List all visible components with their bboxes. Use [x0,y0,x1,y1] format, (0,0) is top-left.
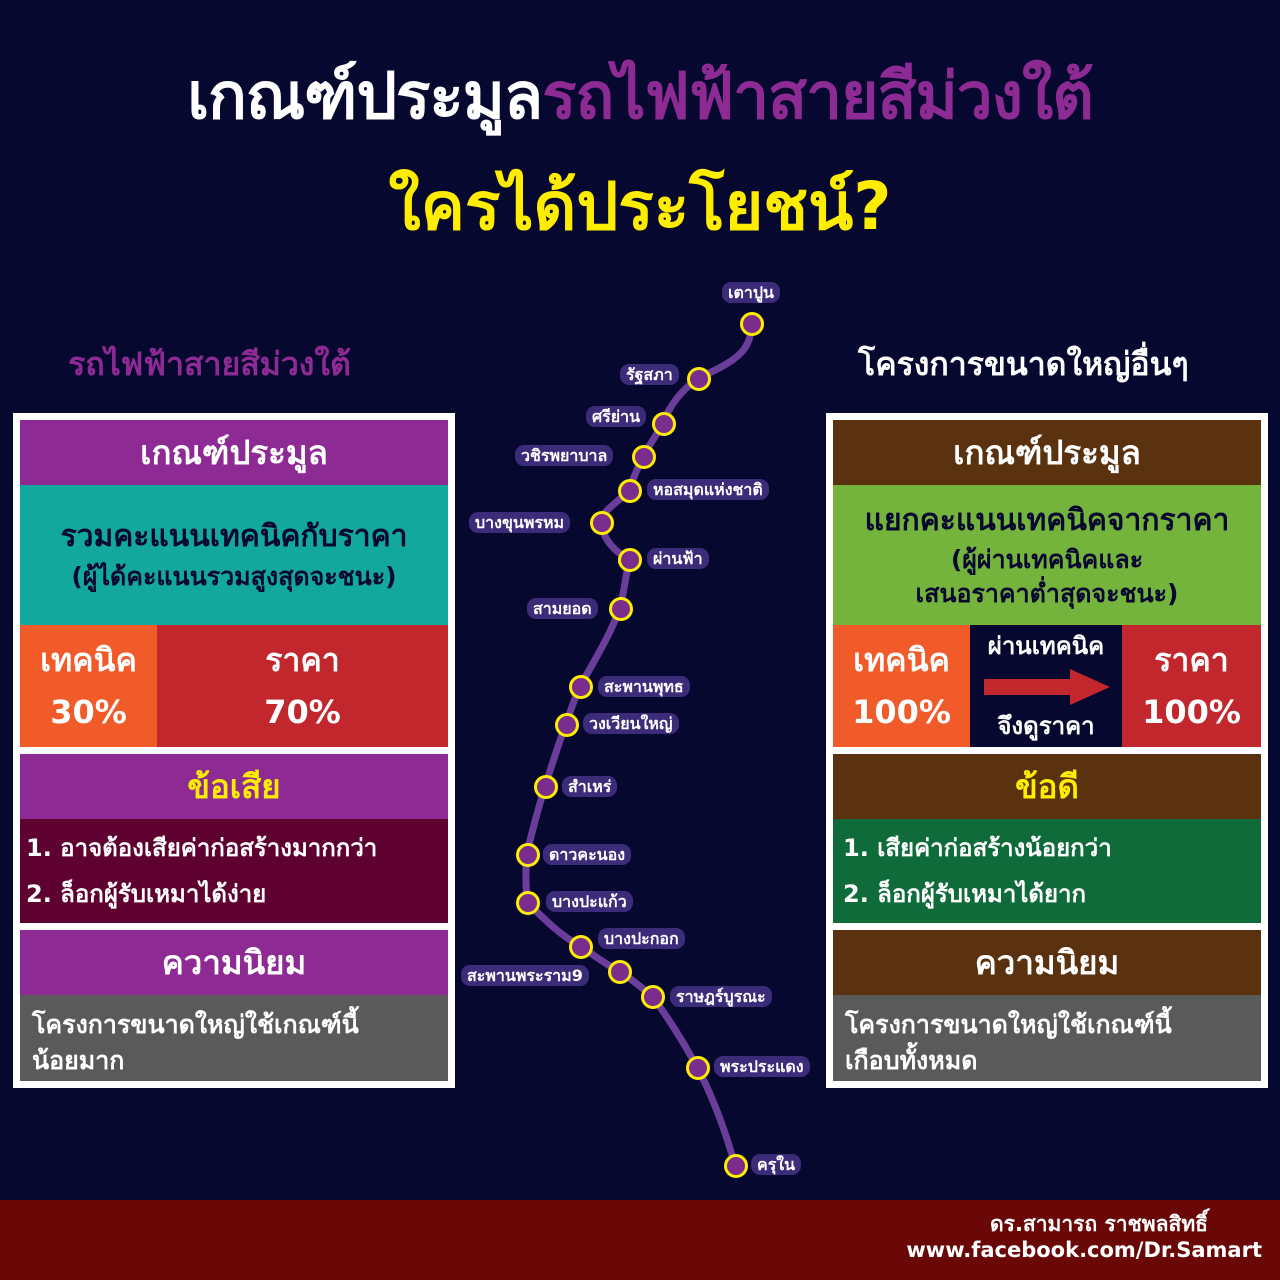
station-label: วชิรพยาบาล [515,445,614,466]
right-weights: เทคนิค 100% ผ่านเทคนิค จึงดูราคา ราคา 10… [833,625,1261,747]
title-part-white: เกณฑ์ประมูล [187,60,543,134]
left-criteria-main: รวมคะแนนเทคนิคกับราคา [60,519,408,554]
left-price-label: ราคา [265,641,340,679]
left-price-pct: 70% [264,693,341,731]
left-panel: เกณฑ์ประมูล รวมคะแนนเทคนิคกับราคา (ผู้ได… [13,413,455,1088]
station-label: ดาวคะนอง [543,844,632,865]
title-part-purple: รถไฟฟ้าสายสีม่วงใต้ [542,60,1094,134]
station-dot [590,511,614,535]
station-label: พระประแดง [714,1056,810,1077]
station-dot [534,775,558,799]
station-dot [632,445,656,469]
left-weights: เทคนิค 30% ราคา 70% [20,625,448,747]
station-label: รัฐสภา [620,364,679,385]
station-label: สำเหร่ [562,776,618,797]
right-pros-header: ข้อดี [833,754,1261,819]
right-price-pct: 100% [1142,693,1241,731]
left-cons-header: ข้อเสีย [20,754,448,819]
station-dot [641,985,665,1009]
left-criteria-box: รวมคะแนนเทคนิคกับราคา (ผู้ได้คะแนนรวมสูง… [20,485,448,625]
left-tech-label: เทคนิค [40,641,137,679]
station-dot [608,960,632,984]
station-dot [740,312,764,336]
station-label: บางขุนพรหม [469,512,571,533]
station-dot [618,548,642,572]
page-title: เกณฑ์ประมูลรถไฟฟ้าสายสีม่วงใต้ [0,52,1280,142]
list-item: 1. อาจต้องเสียค่าก่อสร้างมากกว่า [26,834,378,862]
footer-bar [0,1200,1280,1280]
station-dot [569,675,593,699]
right-pros-list: 1. เสียค่าก่อสร้างน้อยกว่า 2. ล็อกผู้รับ… [833,819,1261,923]
left-cons-list: 1. อาจต้องเสียค่าก่อสร้างมากกว่า 2. ล็อก… [20,819,448,923]
right-tech-cell: เทคนิค 100% [833,625,970,747]
left-popularity-line2: น้อยมาก [32,1046,125,1075]
right-price-cell: ราคา 100% [1122,625,1261,747]
station-label: บางปะกอก [598,928,685,949]
right-mid-bottom: จึงดูราคา [997,712,1095,740]
station-dot [686,1056,710,1080]
right-heading: โครงการขนาดใหญ่อื่นๆ [858,345,1189,383]
station-label: หอสมุดแห่งชาติ [647,479,769,500]
left-tech-pct: 30% [50,693,127,731]
station-label: สะพานพระราม9 [461,965,589,986]
right-tech-label: เทคนิค [853,641,950,679]
station-dot [516,843,540,867]
left-popularity-header: ความนิยม [20,930,448,995]
station-label: ผ่านฟ้า [647,548,709,569]
station-dot [609,597,633,621]
right-middle-cell: ผ่านเทคนิค จึงดูราคา [970,625,1122,747]
left-popularity-line1: โครงการขนาดใหญ่ใช้เกณฑ์นี้ [32,1010,359,1039]
right-panel: เกณฑ์ประมูล แยกคะแนนเทคนิคจากราคา (ผู้ผ่… [826,413,1268,1088]
station-label: ราษฎร์บูรณะ [670,986,772,1007]
footer-url[interactable]: www.facebook.com/Dr.Samart [906,1238,1262,1262]
station-dot [724,1154,748,1178]
list-item: 2. ล็อกผู้รับเหมาได้ยาก [843,880,1087,908]
right-criteria-sub2: เสนอราคาต่ำสุดจะชนะ) [915,579,1179,608]
page-subtitle: ใครได้ประโยชน์? [388,168,892,245]
right-popularity-line2: เกือบทั้งหมด [845,1046,978,1075]
left-criteria-sub: (ผู้ได้คะแนนรวมสูงสุดจะชนะ) [71,562,397,591]
right-tech-pct: 100% [852,693,951,731]
station-dot [618,479,642,503]
right-criteria-box: แยกคะแนนเทคนิคจากราคา (ผู้ผ่านเทคนิคและ … [833,485,1261,625]
right-popularity-line1: โครงการขนาดใหญ่ใช้เกณฑ์นี้ [845,1010,1172,1039]
right-criteria-sub1: (ผู้ผ่านเทคนิคและ [950,545,1144,574]
station-label: ครุใน [751,1154,802,1175]
left-heading: รถไฟฟ้าสายสีม่วงใต้ [68,345,351,383]
footer-author: ดร.สามารถ ราชพลสิทธิ์ [990,1212,1208,1236]
station-label: ศรีย่าน [586,406,647,427]
station-dot [516,891,540,915]
left-criteria-header: เกณฑ์ประมูล [20,420,448,485]
station-dot [652,412,676,436]
left-price-cell: ราคา 70% [157,625,448,747]
right-popularity-header: ความนิยม [833,930,1261,995]
station-label: สามยอด [527,598,598,619]
list-item: 2. ล็อกผู้รับเหมาได้ง่าย [26,880,267,908]
station-label: บางปะแก้ว [546,891,633,912]
right-popularity-text: โครงการขนาดใหญ่ใช้เกณฑ์นี้ เกือบทั้งหมด [833,995,1261,1081]
station-dot [569,935,593,959]
right-criteria-header: เกณฑ์ประมูล [833,420,1261,485]
stations-layer: เตาปูน รัฐสภา ศรีย่าน วชิรพยาบาล หอสมุดแ… [461,282,810,1178]
right-price-label: ราคา [1154,641,1229,679]
list-item: 1. เสียค่าก่อสร้างน้อยกว่า [843,834,1112,862]
left-tech-cell: เทคนิค 30% [20,625,157,747]
right-criteria-main: แยกคะแนนเทคนิคจากราคา [864,503,1230,538]
right-mid-top: ผ่านเทคนิค [987,632,1105,660]
station-label: เตาปูน [722,282,780,303]
station-label: สะพานพุทธ [598,676,690,697]
station-dot [555,713,579,737]
left-popularity-text: โครงการขนาดใหญ่ใช้เกณฑ์นี้ น้อยมาก [20,995,448,1081]
arrow-right-icon [984,669,1110,705]
station-dot [687,367,711,391]
station-label: วงเวียนใหญ่ [583,713,679,734]
